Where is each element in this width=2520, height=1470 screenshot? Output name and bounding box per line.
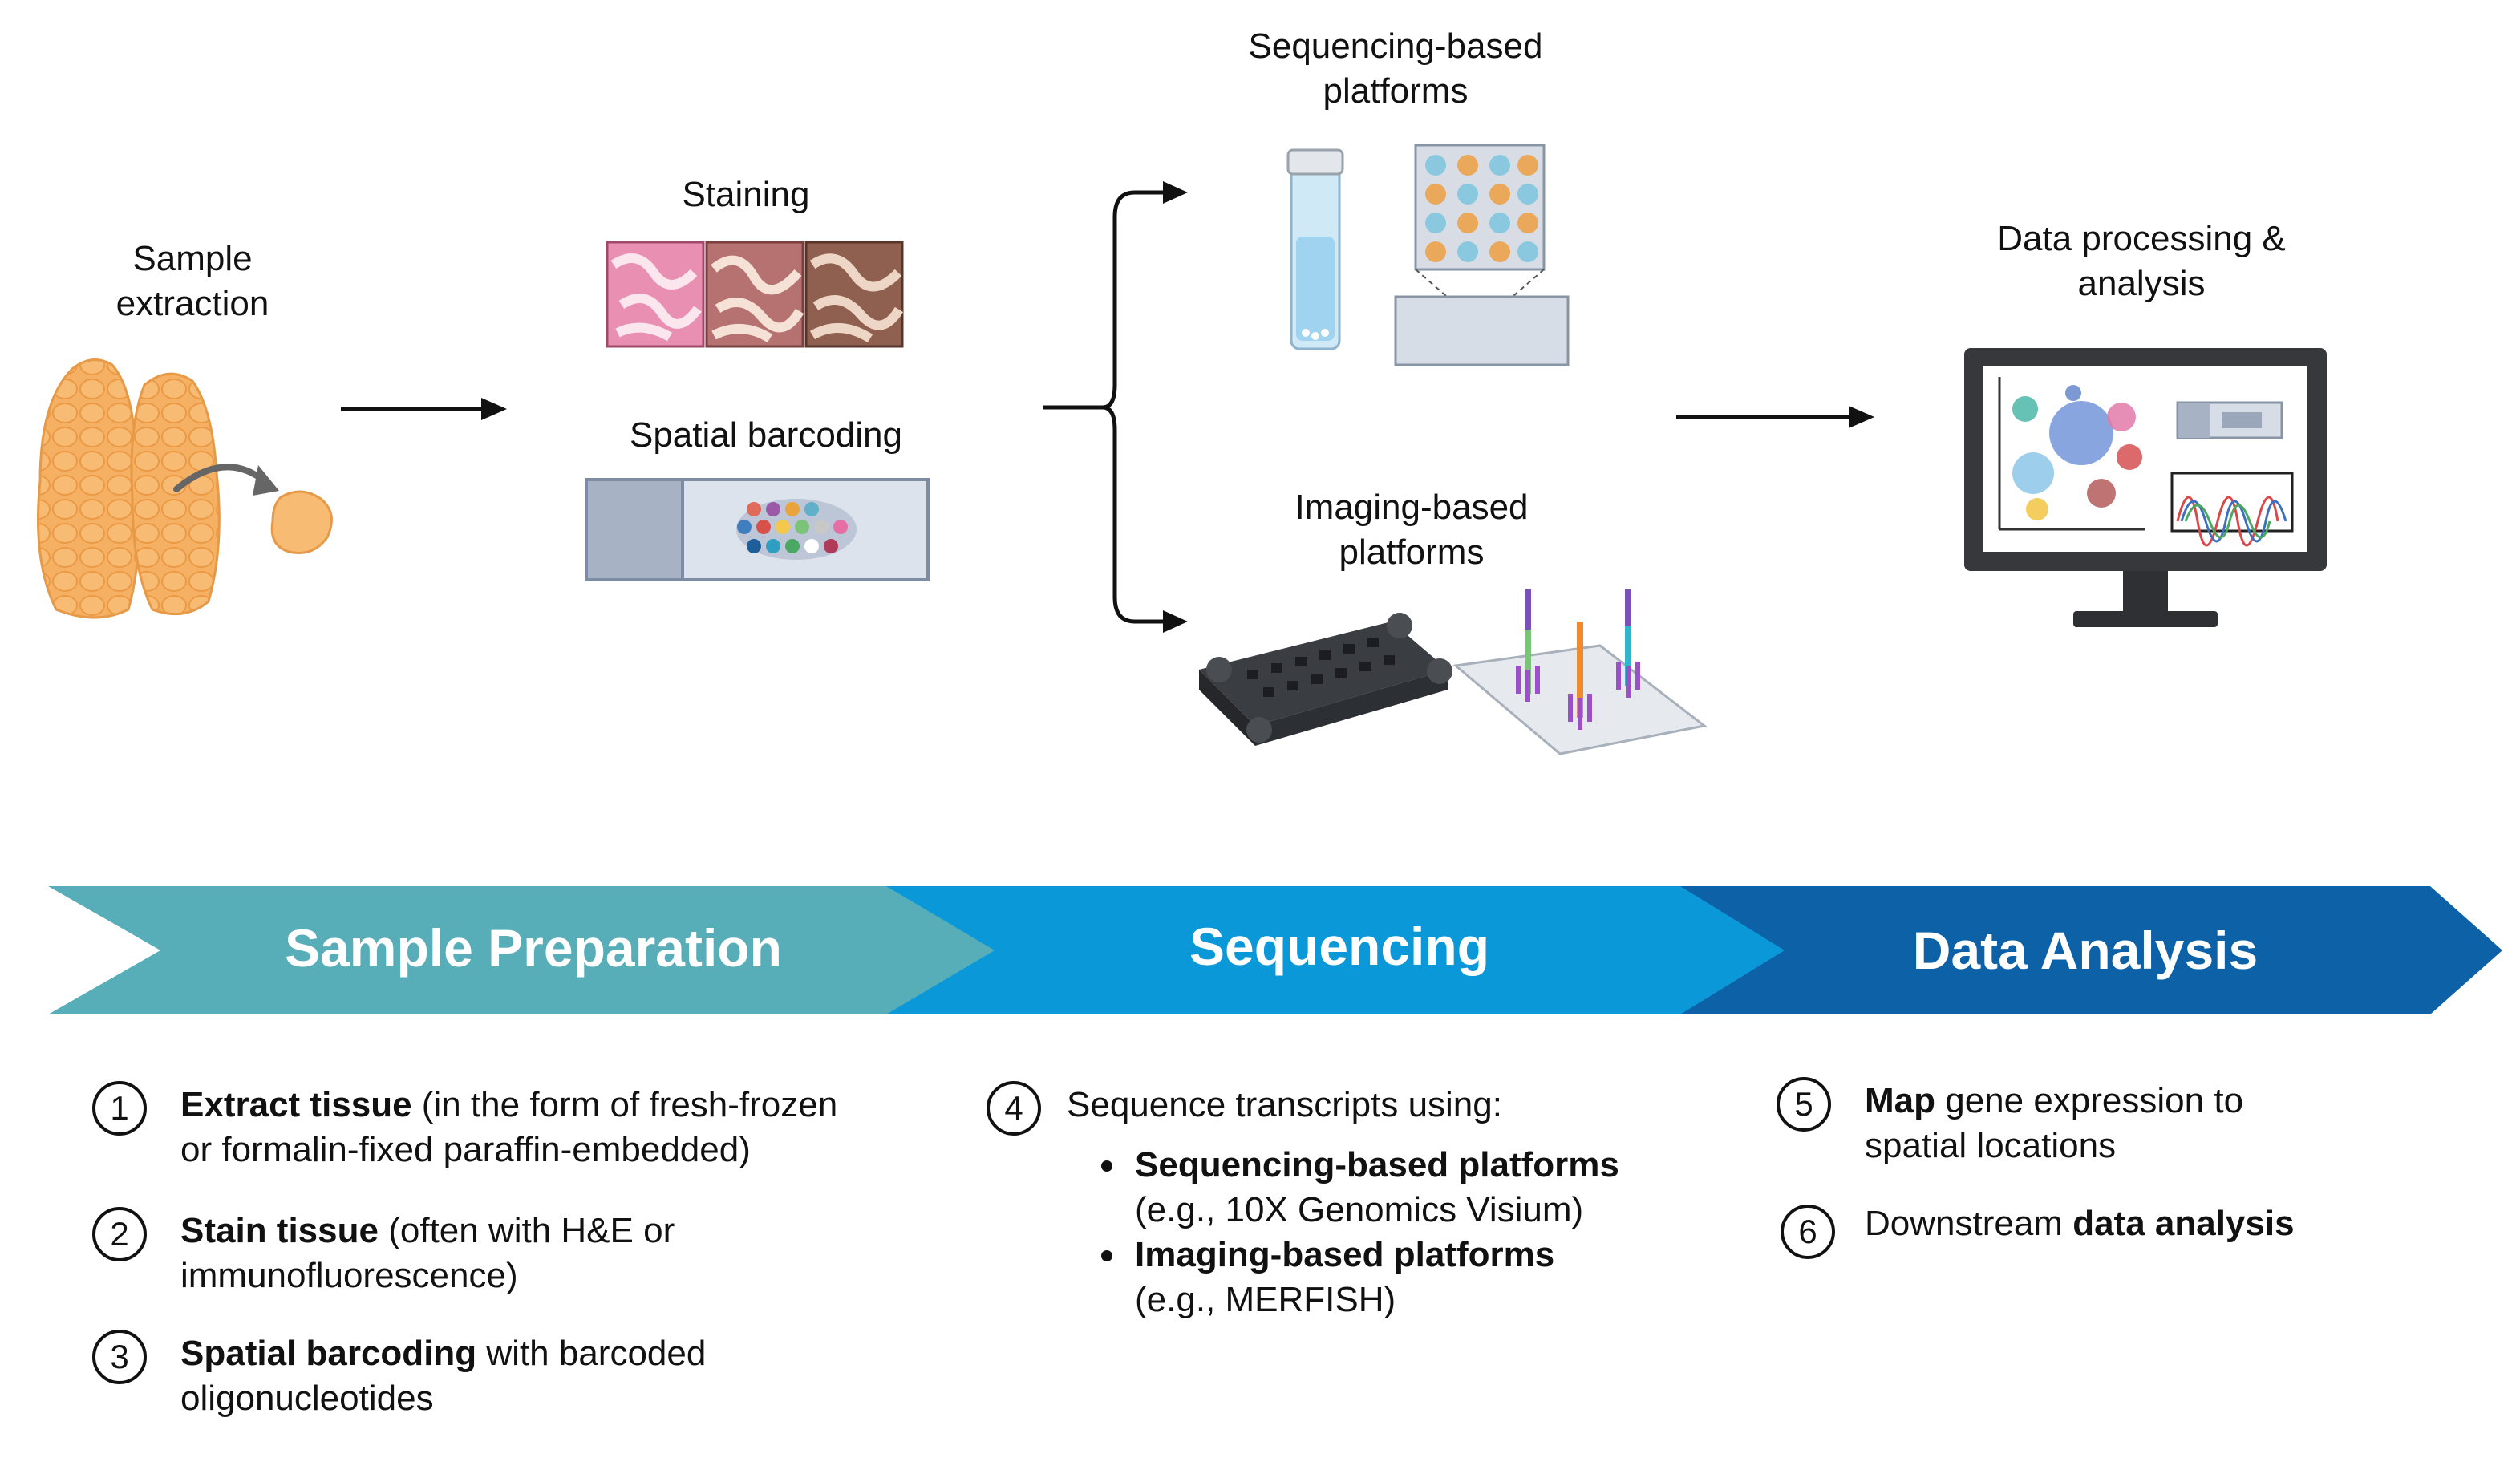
step-5-bold: Map <box>1865 1081 1935 1120</box>
spatial-barcoding-label: Spatial barcoding <box>629 415 902 455</box>
step-1-bold: Extract tissue <box>180 1085 412 1124</box>
step-2-bold: Stain tissue <box>180 1211 379 1250</box>
step-5-number: 5 <box>1777 1077 1831 1132</box>
step-3-rest: with barcoded <box>476 1334 707 1373</box>
workflow-banner <box>48 886 2502 1014</box>
step-2-line2: immunofluorescence) <box>180 1256 518 1295</box>
banner-segment-prep <box>1680 886 2502 1014</box>
imaging-platforms-label: Imaging-based platforms <box>1294 488 1529 572</box>
step-5-line2: spatial locations <box>1865 1126 2117 1165</box>
step-2-rest: (often with H&E or <box>378 1211 675 1250</box>
monitor-analysis-icon <box>1964 348 2327 627</box>
sample-extraction-label: Sample extraction <box>115 239 269 323</box>
banner-data-analysis: Data Analysis <box>1912 921 2259 980</box>
arrow-to-staining <box>341 398 507 420</box>
step-4-bullet-2-sub: (e.g., MERFISH) <box>1135 1280 1396 1319</box>
step-4-platform-list: Sequencing-based platforms (e.g., 10X Ge… <box>1095 1143 1672 1322</box>
barcoded-slide-icon <box>585 478 930 581</box>
banner-sample-preparation: Sample Preparation <box>285 918 782 978</box>
banner-segment-analysis <box>48 886 995 1014</box>
step-6-pre: Downstream <box>1865 1204 2073 1243</box>
step-1-number: 1 <box>92 1081 147 1136</box>
step-2-text: Stain tissue (often with H&E or immunofl… <box>180 1209 934 1298</box>
arrow-to-analysis <box>1676 406 1874 428</box>
banner-sequencing: Sequencing <box>1189 917 1490 976</box>
step-6-bold: data analysis <box>2072 1204 2295 1243</box>
step-2-number: 2 <box>92 1207 147 1261</box>
imaging-platform-illustration <box>1199 589 1708 755</box>
step-6-number: 6 <box>1781 1205 1835 1259</box>
step-4-bullet-2-bold: Imaging-based platforms <box>1135 1235 1555 1274</box>
step-1-line2: or formalin-fixed paraffin-embedded) <box>180 1130 751 1169</box>
staining-label: Staining <box>682 175 810 214</box>
sequencing-platform-illustration <box>1286 144 1570 366</box>
step-5-text: Map gene expression to spatial locations <box>1865 1079 2426 1168</box>
step-4-bullet-sequencing: Sequencing-based platforms (e.g., 10X Ge… <box>1095 1143 1672 1233</box>
step-5-rest: gene expression to <box>1935 1081 2244 1120</box>
step-4-bullet-1-bold: Sequencing-based platforms <box>1135 1145 1619 1185</box>
step-4-text: Sequence transcripts using: <box>1067 1085 1502 1124</box>
tissue-organ-icon <box>37 358 333 619</box>
step-1-text: Extract tissue (in the form of fresh-fro… <box>180 1083 934 1172</box>
step-4-bullet-1-sub: (e.g., 10X Genomics Visium) <box>1135 1190 1584 1229</box>
step-1-rest: (in the form of fresh-frozen <box>411 1085 838 1124</box>
step-3-bold: Spatial barcoding <box>180 1334 477 1373</box>
step-3-text: Spatial barcoding with barcoded oligonuc… <box>180 1331 934 1421</box>
staining-tissue-images <box>606 241 904 348</box>
step-4-bullet-imaging: Imaging-based platforms (e.g., MERFISH) <box>1095 1233 1672 1322</box>
step-3-number: 3 <box>92 1330 147 1384</box>
step-6-text: Downstream data analysis <box>1865 1201 2474 1246</box>
step-3-line2: oligonucleotides <box>180 1379 434 1418</box>
data-processing-label: Data processing & analysis <box>1997 219 2286 303</box>
sequencing-platforms-label: Sequencing-based platforms <box>1248 26 1543 111</box>
step-4-number: 4 <box>987 1081 1041 1136</box>
branch-arrows <box>1043 181 1188 633</box>
banner-segment-seq <box>886 886 1785 1014</box>
